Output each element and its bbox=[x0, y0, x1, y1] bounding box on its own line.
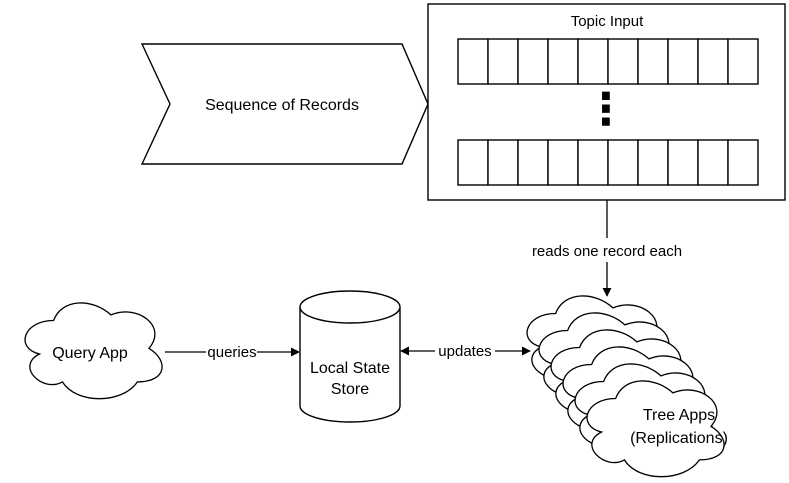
record-cell bbox=[547, 38, 579, 85]
record-cell bbox=[637, 38, 669, 85]
queries-label: queries bbox=[207, 344, 256, 361]
topic-input-box: Topic Input ⋮ bbox=[427, 3, 786, 201]
updates-label: updates bbox=[438, 343, 491, 360]
record-cell bbox=[517, 139, 549, 186]
record-cell bbox=[487, 139, 519, 186]
record-cell bbox=[667, 139, 699, 186]
sequence-of-records-label: Sequence of Records bbox=[205, 97, 359, 114]
topic-input-title: Topic Input bbox=[571, 13, 644, 30]
record-cell bbox=[577, 38, 609, 85]
local-state-store-label-line1: Local State bbox=[310, 360, 390, 377]
reads-connector: reads one record each bbox=[532, 200, 682, 297]
record-cell bbox=[457, 38, 489, 85]
record-cell bbox=[457, 139, 489, 186]
ellipsis-dots: ⋮ bbox=[584, 85, 628, 134]
local-state-store-cylinder: Local State Store bbox=[299, 290, 401, 423]
record-cell bbox=[697, 38, 729, 85]
reads-label: reads one record each bbox=[532, 243, 682, 260]
record-cell bbox=[607, 139, 639, 186]
query-app-cloud: Query App bbox=[24, 302, 163, 400]
tree-apps-label-line2: (Replications) bbox=[630, 430, 728, 447]
record-cell bbox=[547, 139, 579, 186]
queries-connector: queries bbox=[165, 344, 300, 361]
record-cell bbox=[727, 38, 759, 85]
record-cell bbox=[637, 139, 669, 186]
sequence-of-records-shape: Sequence of Records bbox=[140, 43, 429, 165]
local-state-store-label-line2: Store bbox=[331, 381, 369, 398]
tree-apps-label-group: Tree Apps (Replications) bbox=[630, 407, 728, 447]
record-cell bbox=[577, 139, 609, 186]
record-row-bottom bbox=[457, 139, 759, 186]
record-cell bbox=[727, 139, 759, 186]
record-cell bbox=[607, 38, 639, 85]
record-cell bbox=[487, 38, 519, 85]
tree-apps-label-line1: Tree Apps bbox=[643, 407, 715, 424]
updates-connector: updates bbox=[400, 343, 531, 360]
record-cell bbox=[667, 38, 699, 85]
query-app-label: Query App bbox=[52, 345, 128, 362]
record-cell bbox=[697, 139, 729, 186]
record-cell bbox=[517, 38, 549, 85]
record-row-top bbox=[457, 38, 759, 85]
tree-apps-cloud-stack bbox=[526, 295, 725, 478]
